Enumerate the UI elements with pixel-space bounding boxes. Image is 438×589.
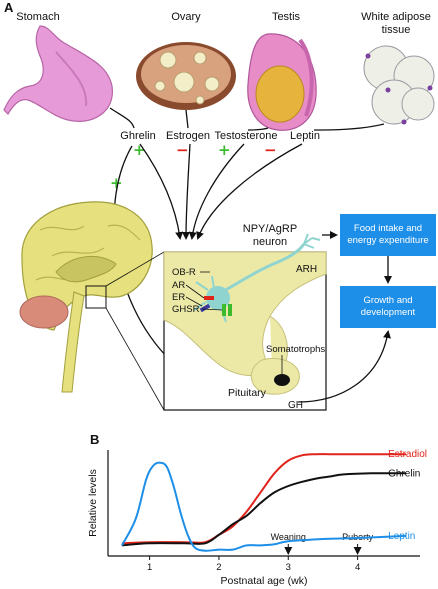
adipose-illustration — [363, 45, 435, 125]
series-label-estradiol: Estradiol — [388, 449, 427, 460]
pituitary-label: Pituitary — [228, 387, 267, 399]
receptor-label-ar: AR — [172, 280, 185, 291]
ovary-illustration — [136, 42, 236, 110]
growth-box — [340, 286, 436, 328]
gh-label: GH — [288, 400, 303, 411]
panel-b-letter: B — [90, 432, 99, 447]
testosterone-label: Testosterone — [215, 130, 278, 142]
brain-illustration — [19, 201, 153, 393]
ghrelin-plus-sign: + — [133, 141, 146, 159]
zoom-line-bottom — [105, 307, 165, 411]
x-tick-label: 4 — [355, 562, 360, 573]
stomach-label: Stomach — [16, 11, 59, 23]
panel-a-letter: A — [4, 0, 14, 15]
series-line-ghrelin — [121, 472, 407, 547]
x-tick-label: 1 — [147, 562, 152, 573]
testosterone-plus-sign: + — [218, 141, 231, 159]
y-axis-title: Relative levels — [87, 469, 99, 537]
series-label-leptin: Leptin — [388, 531, 415, 542]
adipose-label-line1: White adipose — [361, 11, 431, 23]
food-intake-box-line1: Food intake and — [354, 223, 422, 234]
food-intake-box-line2: energy expenditure — [347, 235, 428, 246]
estrogen-minus-sign: − — [176, 141, 189, 159]
output-arrows — [297, 231, 392, 403]
food-intake-box — [340, 214, 436, 256]
x-tick-label: 3 — [286, 562, 291, 573]
receptor-label-ghsr: GHSR — [172, 304, 200, 315]
leptin-label: Leptin — [290, 130, 320, 142]
testis-illustration — [247, 33, 317, 131]
neuron-label-line1: NPY/AgRP — [243, 223, 297, 235]
receptor-label-ob-r: OB-R — [172, 267, 196, 278]
growth-box-line2: development — [361, 307, 416, 318]
zoom-region-indicator — [85, 285, 107, 309]
testis-label: Testis — [272, 11, 301, 23]
x-tick-label: 2 — [216, 562, 221, 573]
somatotrophs-label: Somatotrophs — [266, 344, 325, 355]
receptor-pointer-lines — [185, 271, 223, 311]
npy-agrp-neuron — [193, 233, 321, 323]
neuron-label-line2: neuron — [253, 236, 287, 248]
leptin-minus-sign: − — [264, 141, 277, 159]
annotation-label: Weaning — [271, 532, 306, 542]
series-line-leptin — [121, 461, 407, 552]
x-axis-title: Postnatal age (wk) — [221, 575, 308, 587]
ghrelin-label: Ghrelin — [120, 130, 155, 142]
stomach-illustration — [3, 25, 113, 122]
series-line-estradiol — [121, 453, 407, 545]
arh-label: ARH — [296, 264, 317, 275]
adipose-label-line2: tissue — [382, 24, 411, 36]
series-label-ghrelin: Ghrelin — [388, 468, 420, 479]
zoom-line-top — [105, 251, 165, 287]
growth-box-line1: Growth and — [363, 295, 412, 306]
receptor-label-er: ER — [172, 292, 185, 303]
estrogen-label: Estrogen — [166, 130, 210, 142]
organ-hormone-connectors — [109, 107, 385, 131]
ovary-label: Ovary — [171, 11, 201, 23]
